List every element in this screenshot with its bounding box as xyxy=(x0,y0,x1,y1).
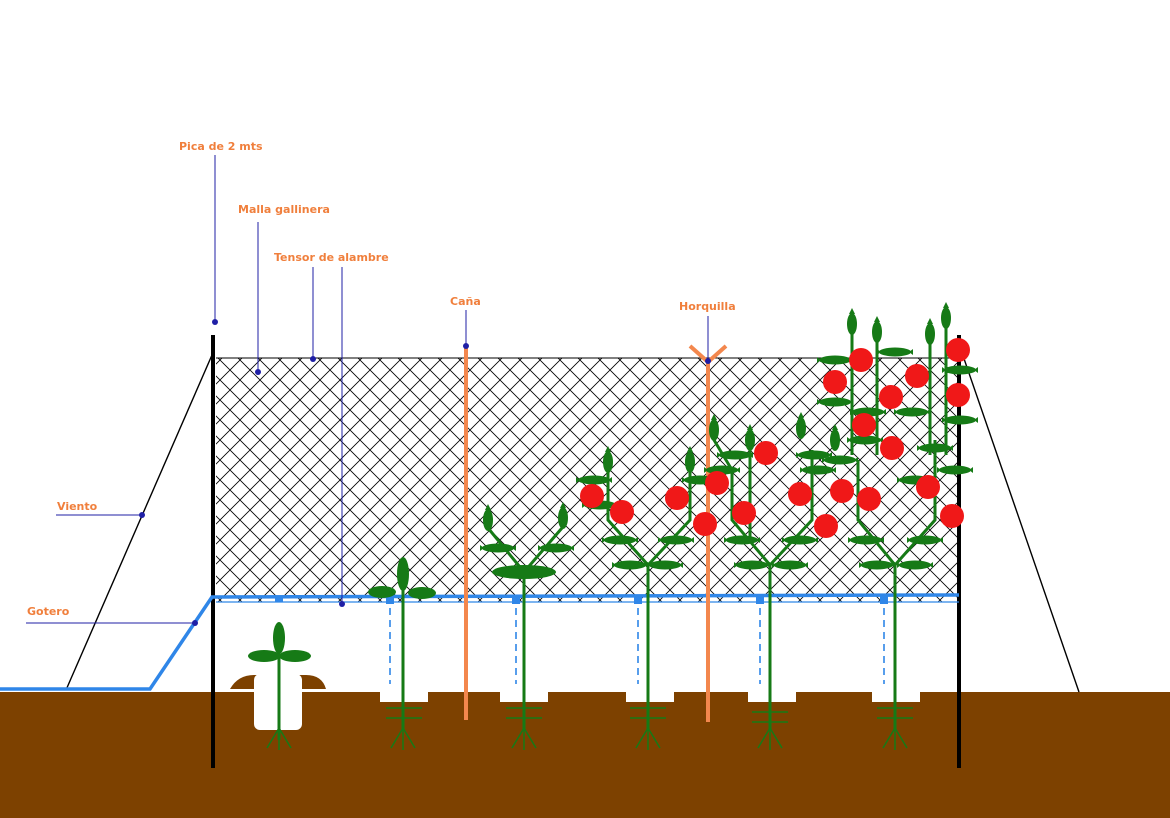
forked-cane xyxy=(688,344,728,722)
label-horquilla: Horquilla xyxy=(679,300,736,313)
young-plant-1 xyxy=(368,557,436,750)
drip-pipe xyxy=(0,593,960,691)
leader-lines xyxy=(26,155,709,624)
label-gotero: Gotero xyxy=(27,605,70,618)
left-post xyxy=(211,335,215,768)
fruiting-plant-1 xyxy=(576,446,718,750)
label-tensor: Tensor de alambre xyxy=(274,251,389,264)
leader-dots xyxy=(139,319,711,626)
label-cana: Caña xyxy=(450,295,481,308)
tomatoes xyxy=(580,338,970,538)
label-malla: Malla gallinera xyxy=(238,203,330,216)
seedling xyxy=(248,622,311,750)
guy-wires xyxy=(65,349,1080,693)
label-pica: Pica de 2 mts xyxy=(179,140,263,153)
soil xyxy=(0,692,1170,818)
fruiting-plant-3 xyxy=(817,302,978,750)
label-viento: Viento xyxy=(57,500,98,513)
right-post xyxy=(957,335,961,768)
young-plant-2 xyxy=(480,502,574,750)
labels: Pica de 2 mts Malla gallinera Tensor de … xyxy=(27,140,736,618)
tomato-plants xyxy=(248,302,978,750)
drip-emitters xyxy=(275,596,888,684)
